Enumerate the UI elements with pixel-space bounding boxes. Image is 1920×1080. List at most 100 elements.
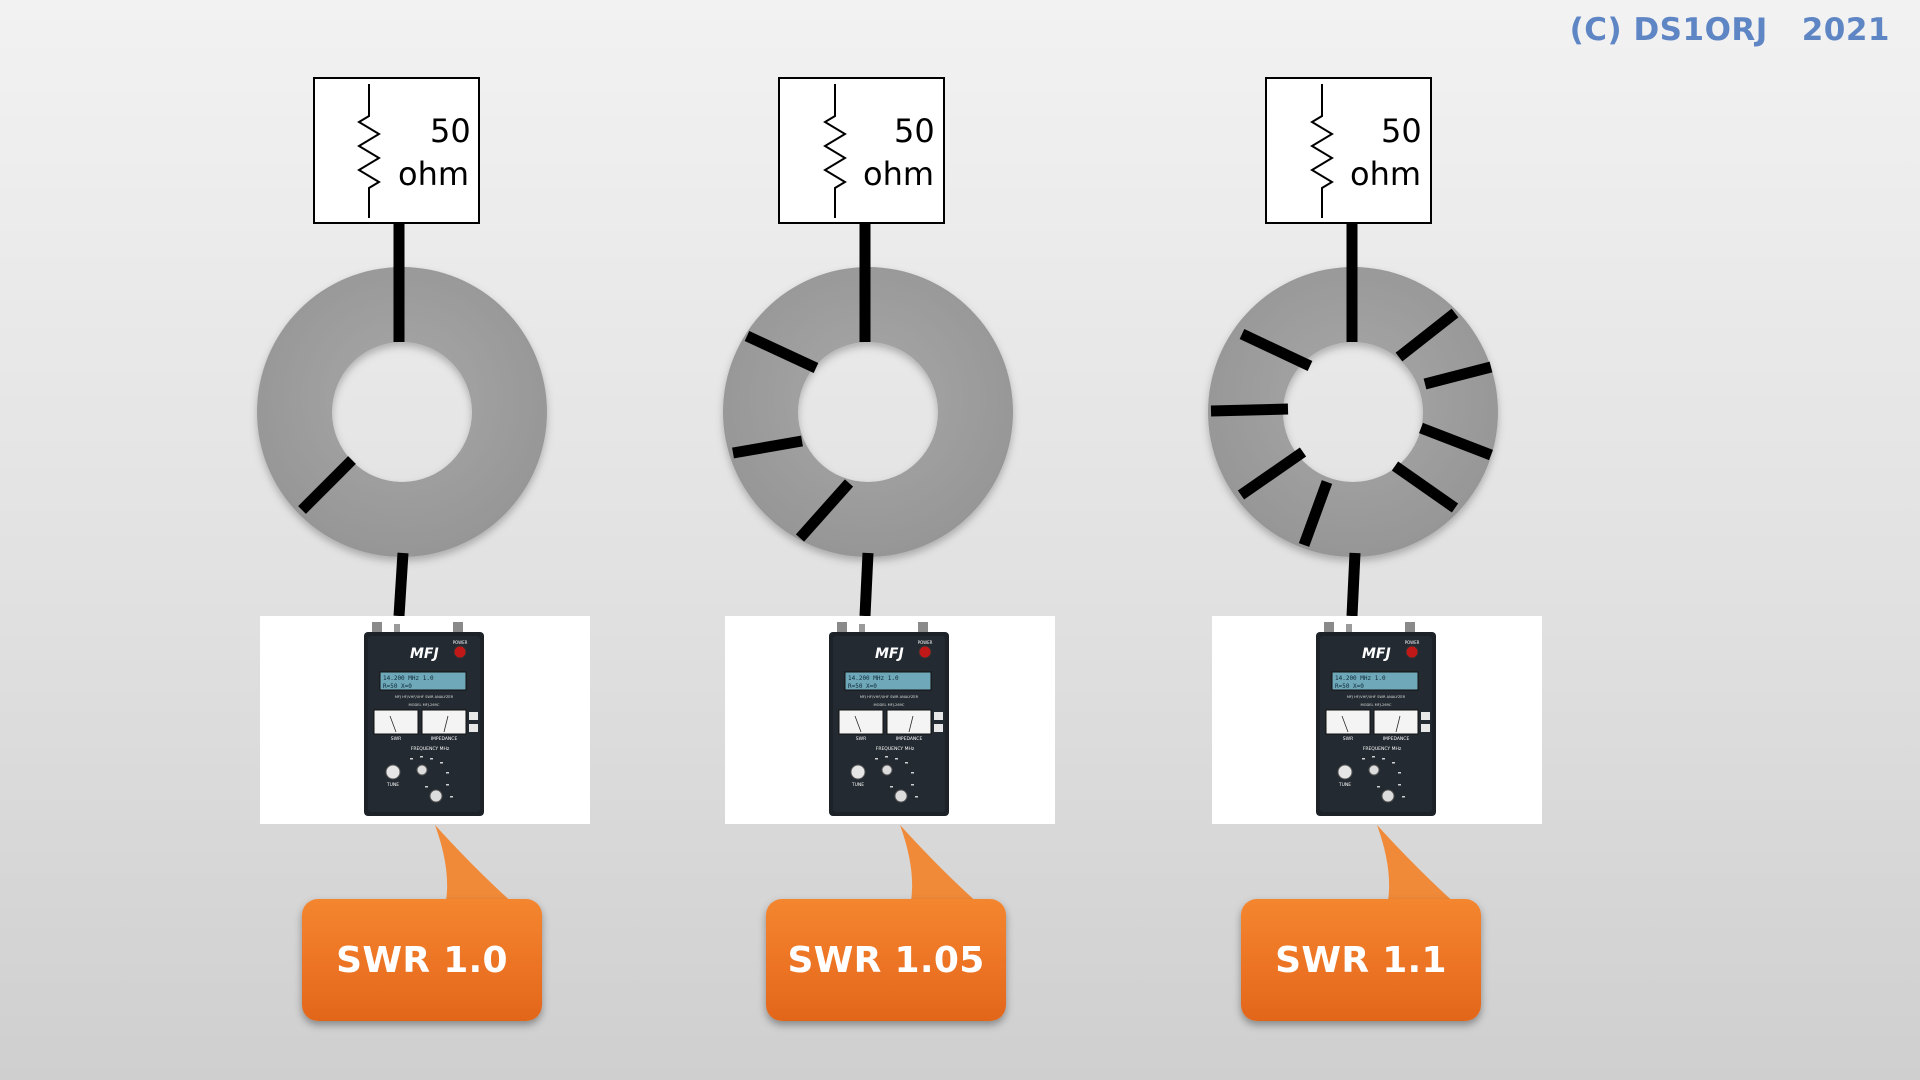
meter-needle (1395, 715, 1401, 733)
copyright-text: (C) DS1ORJ 2021 (1569, 12, 1890, 48)
meter-needle (908, 715, 914, 733)
winding-turn (1239, 329, 1313, 371)
tune-knob[interactable] (850, 764, 866, 780)
analyzer-panel-2: MFJ POWER 14.200 MHz 1.0 R=50 X=0 MFJ HF… (725, 616, 1055, 824)
winding-turn (1391, 461, 1459, 513)
resistor-unit: ohm (1350, 155, 1421, 193)
callout-pointer-3 (1377, 825, 1472, 918)
mode-button[interactable] (469, 712, 478, 720)
tune-knob[interactable] (1337, 764, 1353, 780)
setup-1: 50 ohm (257, 77, 547, 617)
mode-button[interactable] (1421, 712, 1430, 720)
tune-knob[interactable] (385, 764, 401, 780)
power-button[interactable] (453, 645, 467, 659)
power-label: POWER (918, 640, 933, 645)
brand-logo: MFJ (410, 646, 439, 662)
swr-meter-label: SWR (856, 736, 866, 742)
meter-needle (854, 715, 862, 733)
resistor-value: 50 (1381, 112, 1422, 150)
impedance-meter-label: IMPEDANCE (1383, 736, 1410, 742)
winding-turn (1423, 361, 1493, 390)
antenna-connector (837, 622, 847, 634)
model-line-1: MFJ HF/VHF/UHF SWR ANALYZER (860, 695, 919, 699)
antenna-connector (1405, 622, 1415, 634)
range-switch-knob[interactable] (894, 789, 908, 803)
winding-turn (1298, 480, 1333, 547)
feed-wire-bottom (393, 552, 409, 617)
swr-callout-2: SWR 1.05 (766, 899, 1006, 1021)
antenna-connector (1324, 622, 1334, 634)
tune-label: TUNE (386, 782, 399, 788)
setup-3: 50 ohm (1208, 77, 1498, 617)
model-line-2: MODEL MFJ-269C (874, 703, 905, 707)
toroid-3 (1208, 223, 1498, 617)
range-switch-knob[interactable] (1381, 789, 1395, 803)
swr-meter-label: SWR (391, 736, 401, 742)
swr-analyzer-device: MFJ POWER 14.200 MHz 1.0 R=50 X=0 MFJ HF… (364, 622, 484, 816)
resistor-symbol (823, 84, 847, 218)
resistor-value: 50 (894, 112, 935, 150)
toroid-1 (257, 223, 547, 617)
meter-needle (1341, 715, 1349, 733)
lcd-line-1: 14.200 MHz 1.0 (1335, 675, 1386, 682)
resistor-symbol (1310, 84, 1334, 218)
lcd-line-1: 14.200 MHz 1.0 (848, 675, 899, 682)
toroid-2 (723, 223, 1013, 617)
analyzer-panel-1: MFJ POWER 14.200 MHz 1.0 R=50 X=0 MFJ HF… (260, 616, 590, 824)
swr-meter (373, 709, 419, 735)
feed-wire-bottom (1346, 552, 1361, 617)
range-switch-knob[interactable] (429, 789, 443, 803)
gate-button[interactable] (934, 724, 943, 732)
frequency-label: FREQUENCY MHz (1363, 746, 1402, 752)
resistor-box (1265, 77, 1432, 224)
winding-turn (1237, 447, 1307, 500)
callout-pointer-2 (900, 825, 995, 918)
winding-turn (744, 331, 819, 373)
winding-turn (732, 435, 803, 459)
swr-analyzer-device: MFJ POWER 14.200 MHz 1.0 R=50 X=0 MFJ HF… (1316, 622, 1436, 816)
lcd-display (1331, 671, 1419, 691)
lcd-display (379, 671, 467, 691)
band-switch-knob[interactable] (416, 764, 428, 776)
winding-turn (1210, 403, 1289, 417)
mode-button[interactable] (934, 712, 943, 720)
antenna-connector (1346, 624, 1352, 634)
power-button[interactable] (918, 645, 932, 659)
model-line-2: MODEL MFJ-269C (1361, 703, 1392, 707)
impedance-meter-label: IMPEDANCE (896, 736, 923, 742)
meter-needle (443, 715, 449, 733)
swr-callout-3: SWR 1.1 (1241, 899, 1481, 1021)
gate-button[interactable] (1421, 724, 1430, 732)
winding-turn (1419, 422, 1493, 461)
tune-label: TUNE (851, 782, 864, 788)
callout-pointer-1 (435, 825, 530, 918)
lcd-line-1: 14.200 MHz 1.0 (383, 675, 434, 682)
lcd-line-2: R=50 X=0 (383, 683, 412, 690)
winding-turn (795, 479, 854, 542)
winding-turn (298, 456, 356, 514)
antenna-connector (372, 622, 382, 634)
impedance-meter (1373, 709, 1419, 735)
impedance-meter-label: IMPEDANCE (431, 736, 458, 742)
resistor-box (313, 77, 480, 224)
resistor-unit: ohm (863, 155, 934, 193)
swr-meter-label: SWR (1343, 736, 1353, 742)
impedance-meter (421, 709, 467, 735)
band-switch-knob[interactable] (1368, 764, 1380, 776)
antenna-connector (453, 622, 463, 634)
lcd-line-2: R=50 X=0 (1335, 683, 1364, 690)
power-label: POWER (1405, 640, 1420, 645)
impedance-meter (886, 709, 932, 735)
resistor-unit: ohm (398, 155, 469, 193)
resistor-symbol (357, 84, 381, 218)
antenna-connector (394, 624, 400, 634)
gate-button[interactable] (469, 724, 478, 732)
power-button[interactable] (1405, 645, 1419, 659)
frequency-label: FREQUENCY MHz (411, 746, 450, 752)
band-switch-knob[interactable] (881, 764, 893, 776)
setup-2: 50 ohm (723, 77, 1013, 617)
brand-logo: MFJ (1362, 646, 1391, 662)
swr-analyzer-device: MFJ POWER 14.200 MHz 1.0 R=50 X=0 MFJ HF… (829, 622, 949, 816)
dial-markings (410, 756, 453, 798)
